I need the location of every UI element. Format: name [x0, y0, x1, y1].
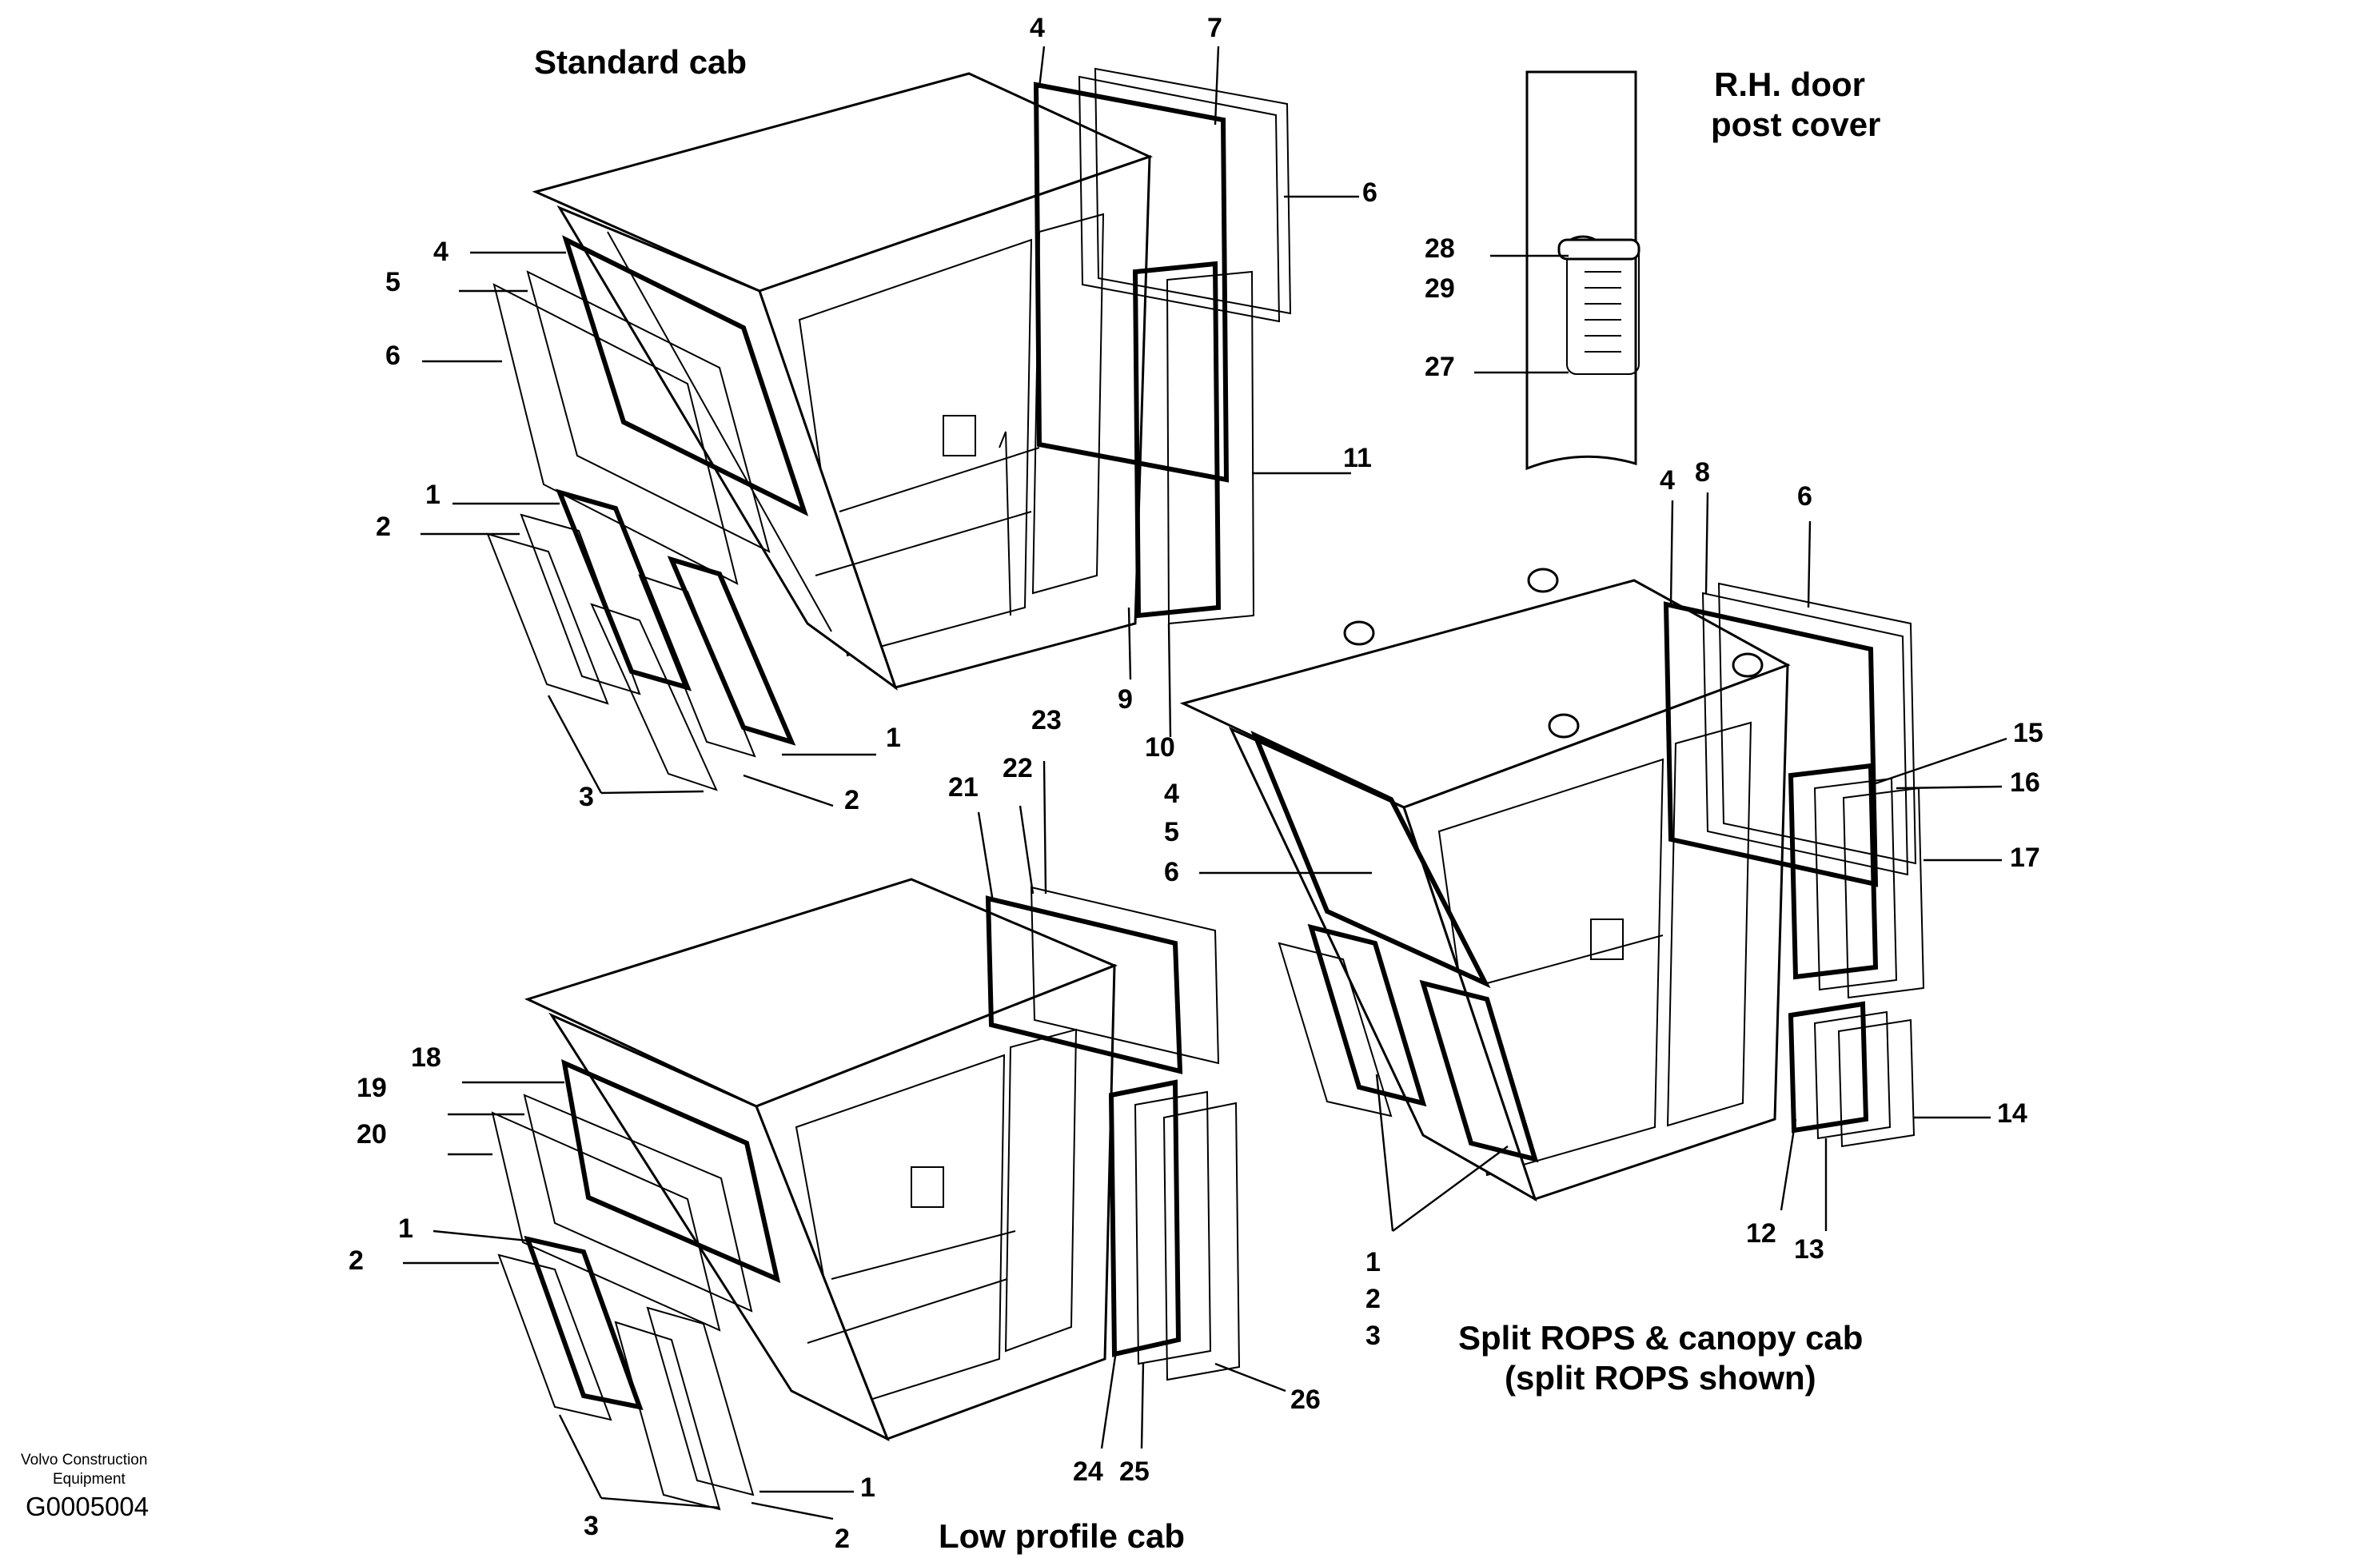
callout: 17: [2010, 843, 2040, 873]
callout: 27: [1425, 352, 1455, 382]
company-name-line2: Equipment: [53, 1471, 126, 1488]
figure-code: G0005004: [26, 1492, 149, 1521]
callout: 6: [385, 341, 401, 371]
callout: 2: [835, 1524, 850, 1554]
callout: 19: [357, 1073, 387, 1103]
callout: 4: [1164, 779, 1179, 809]
callout: 6: [1797, 481, 1812, 512]
split-cab-title-line2: (split ROPS shown): [1505, 1359, 1816, 1397]
callout: 1: [1365, 1247, 1381, 1277]
callout: 9: [1118, 684, 1133, 715]
callout: 22: [1003, 753, 1033, 783]
callout: 23: [1031, 705, 1062, 735]
callout: 29: [1425, 273, 1455, 304]
low-profile-cab-drawing: [491, 878, 1241, 1511]
callout: 8: [1695, 457, 1710, 488]
callout: 1: [886, 723, 901, 753]
callout: 26: [1290, 1385, 1321, 1415]
callout: 11: [1343, 443, 1372, 473]
callout: 4: [433, 237, 448, 267]
callout: 1: [860, 1472, 875, 1503]
standard-cab-drawing: [486, 67, 1292, 791]
callout: 16: [2010, 767, 2040, 798]
callout: 4: [1030, 13, 1045, 43]
split-rops-cab-drawing: [1179, 568, 1925, 1202]
callout: 2: [376, 512, 391, 542]
standard-cab-title: Standard cab: [534, 43, 747, 81]
callout: 13: [1794, 1234, 1824, 1265]
callout: 21: [948, 772, 979, 803]
callout: 5: [1164, 817, 1179, 847]
callout: 14: [1997, 1098, 2027, 1129]
callout: 3: [1365, 1321, 1381, 1351]
callout: 5: [385, 267, 401, 297]
split-cab-title-line1: Split ROPS & canopy cab: [1458, 1319, 1863, 1357]
rh-door-post-cover-drawing: [1525, 70, 1640, 471]
callout: 6: [1164, 857, 1179, 887]
rh-door-title-line1: R.H. door: [1714, 66, 1865, 103]
company-name-line1: Volvo Construction: [21, 1452, 147, 1468]
callout: 10: [1145, 732, 1175, 763]
callout: 28: [1425, 233, 1455, 264]
callout: 1: [398, 1213, 413, 1244]
callout: 1: [425, 480, 441, 510]
callout: 2: [844, 785, 859, 815]
callout: 4: [1660, 465, 1675, 496]
rh-door-title-line2: post cover: [1711, 106, 1880, 143]
callout: 12: [1746, 1218, 1776, 1249]
callout: 3: [584, 1511, 599, 1541]
callout: 24: [1073, 1456, 1103, 1487]
callout: 18: [411, 1042, 441, 1073]
callout: 15: [2013, 718, 2043, 748]
callout: 2: [349, 1245, 364, 1276]
callout: 2: [1365, 1284, 1381, 1314]
callout: 6: [1362, 177, 1377, 208]
callout: 20: [357, 1119, 387, 1150]
low-profile-cab-title: Low profile cab: [939, 1517, 1185, 1555]
callout: 25: [1119, 1456, 1150, 1487]
callout: 7: [1207, 13, 1222, 43]
leader-lines: [403, 46, 2007, 1520]
callout: 3: [579, 782, 594, 812]
